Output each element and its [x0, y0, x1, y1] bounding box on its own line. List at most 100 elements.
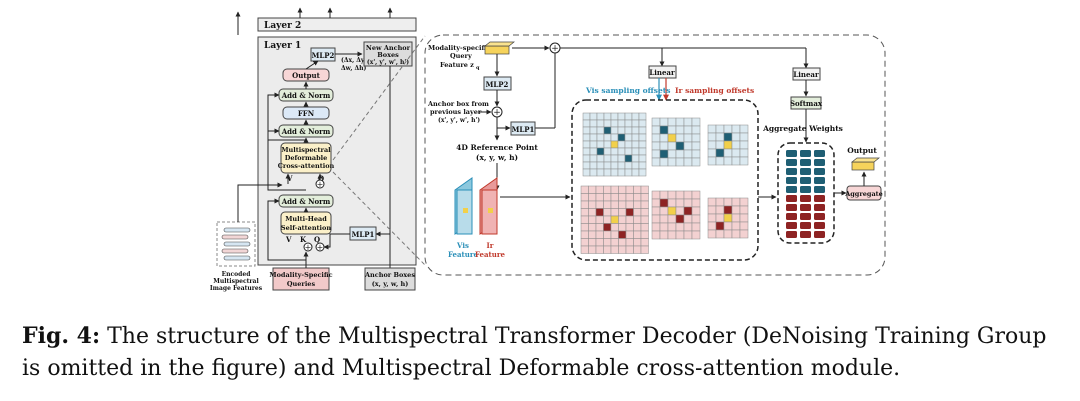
encoded-line3: Image Features [210, 285, 263, 292]
msdca-line2: Deformable [285, 154, 328, 162]
svg-text:+: + [493, 108, 501, 118]
layer2-label: Layer 2 [264, 21, 301, 31]
q-label-bottom: Q [314, 235, 320, 244]
encoded-line2: Multispectral [213, 278, 259, 285]
weight-block [786, 150, 797, 157]
new-anchor-line2: Boxes [377, 51, 399, 59]
decoder-panel: Layer 2 Layer 1 MLP2 (Δx, Δy, Δw, Δh) Ne… [235, 7, 426, 270]
weight-block [786, 204, 797, 211]
weight-block [800, 150, 811, 157]
weight-block [786, 231, 797, 238]
caption-text: The structure of the Multispectral Trans… [22, 324, 1047, 381]
linear2-label: Linear [793, 70, 819, 79]
caption-label: Fig. 4: [22, 323, 101, 349]
weight-block [814, 195, 825, 202]
v-label-top: V [286, 174, 293, 183]
mhsa-line1: Multi-Head [285, 215, 327, 223]
weight-block [800, 159, 811, 166]
weight-block [800, 186, 811, 193]
weight-block [786, 186, 797, 193]
ir-feature-line2: Feature [475, 250, 506, 259]
softmax-label: Softmax [790, 99, 823, 108]
sampling-grids [580, 112, 749, 254]
aggregate-label: Aggregate [844, 190, 883, 198]
vis-feature-line1: Vis [456, 241, 469, 250]
msq-feature-line3: Feature z [440, 61, 474, 69]
vis-grid-3 [707, 124, 749, 166]
vis-grid-1 [582, 112, 647, 177]
svg-text:+: + [305, 243, 312, 252]
weight-block [814, 150, 825, 157]
weight-block [800, 195, 811, 202]
weight-block [786, 222, 797, 229]
v-label-bottom: V [285, 235, 292, 244]
encoded-line1: Encoded [222, 271, 252, 278]
figure-caption: Fig. 4: The structure of the Multispectr… [22, 320, 1062, 385]
svg-text:+: + [317, 243, 324, 252]
mlp2-right-label: MLP2 [486, 80, 509, 89]
weight-block [814, 159, 825, 166]
layer1-label: Layer 1 [264, 41, 301, 51]
msq-line1: Modality-Specific [269, 271, 332, 279]
modality-queries: Modality-Specific Queries [269, 251, 333, 291]
weight-blocks [786, 150, 825, 238]
agg-weights-label: Aggregate Weights [762, 124, 843, 133]
svg-text:+: + [317, 180, 324, 189]
weight-block [800, 231, 811, 238]
ir-grid-2 [651, 190, 701, 240]
msdca-line1: Multispectral [281, 146, 331, 154]
ir-feature-map [479, 177, 498, 235]
mhsa-line2: Self-attention [281, 224, 331, 232]
anchor-prev-line3: (x', y', w', h') [438, 117, 480, 124]
anchor-boxes: Anchor Boxes (x, y, w, h) [364, 267, 416, 291]
ref-point-line2: (x, y, w, h) [476, 153, 518, 162]
weight-block [786, 168, 797, 175]
delta-line1: (Δx, Δy, [341, 57, 366, 64]
ir-grid-3 [707, 197, 749, 239]
output-right-label: Output [847, 146, 877, 155]
weight-block [814, 186, 825, 193]
msq-line2: Queries [287, 280, 316, 288]
weight-block [814, 168, 825, 175]
weight-block [814, 213, 825, 220]
anchor-line2: (x, y, w, h) [372, 280, 409, 288]
vis-feature-map [454, 177, 473, 235]
addnorm-mid-label: Add & Norm [281, 127, 331, 136]
weight-block [814, 222, 825, 229]
msdca-line3: Cross-attention [278, 162, 335, 170]
msq-feature-line1: Modality-specific [428, 44, 490, 52]
vis-offsets-label: Vis sampling offsets [585, 86, 670, 95]
weight-block [814, 231, 825, 238]
mlp2-left-label: MLP2 [312, 51, 335, 60]
weight-block [786, 177, 797, 184]
addnorm-top-label: Add & Norm [281, 91, 331, 100]
addnorm-low-label: Add & Norm [281, 197, 331, 206]
encoded-features: Encoded Multispectral Image Features [210, 182, 283, 292]
anchor-prev-line1: Anchor box from [427, 100, 489, 108]
vis-feature-line2: Feature [448, 250, 479, 259]
linear-offsets-label: Linear [649, 68, 675, 77]
q-label-top: Q [318, 174, 324, 183]
svg-text:+: + [551, 44, 559, 54]
ref-point-line1: 4D Reference Point [456, 143, 538, 152]
new-anchor-line1: New Anchor [366, 44, 411, 52]
k-label: K [300, 235, 307, 244]
weight-block [786, 159, 797, 166]
new-anchor-line3: (x', y', w', h') [367, 59, 409, 66]
ir-offsets-label: Ir sampling offsets [675, 86, 754, 95]
weight-block [786, 195, 797, 202]
weight-block [786, 213, 797, 220]
deformable-module: Modality-specific Query Feature z q + ML… [424, 34, 886, 276]
ir-feature-line1: Ir [487, 241, 494, 250]
vis-grid-2 [651, 117, 701, 167]
ffn-label: FFN [298, 109, 315, 118]
weight-block [800, 168, 811, 175]
ir-grid-1 [580, 185, 649, 254]
output-left-label: Output [292, 71, 320, 80]
anchor-prev-line2: previous layer [430, 108, 482, 116]
msq-feature-line2: Query [450, 52, 472, 60]
weight-block [800, 222, 811, 229]
weight-block [800, 213, 811, 220]
delta-line2: Δw, Δh) [341, 65, 367, 72]
msq-feature-sub: q [476, 65, 480, 71]
